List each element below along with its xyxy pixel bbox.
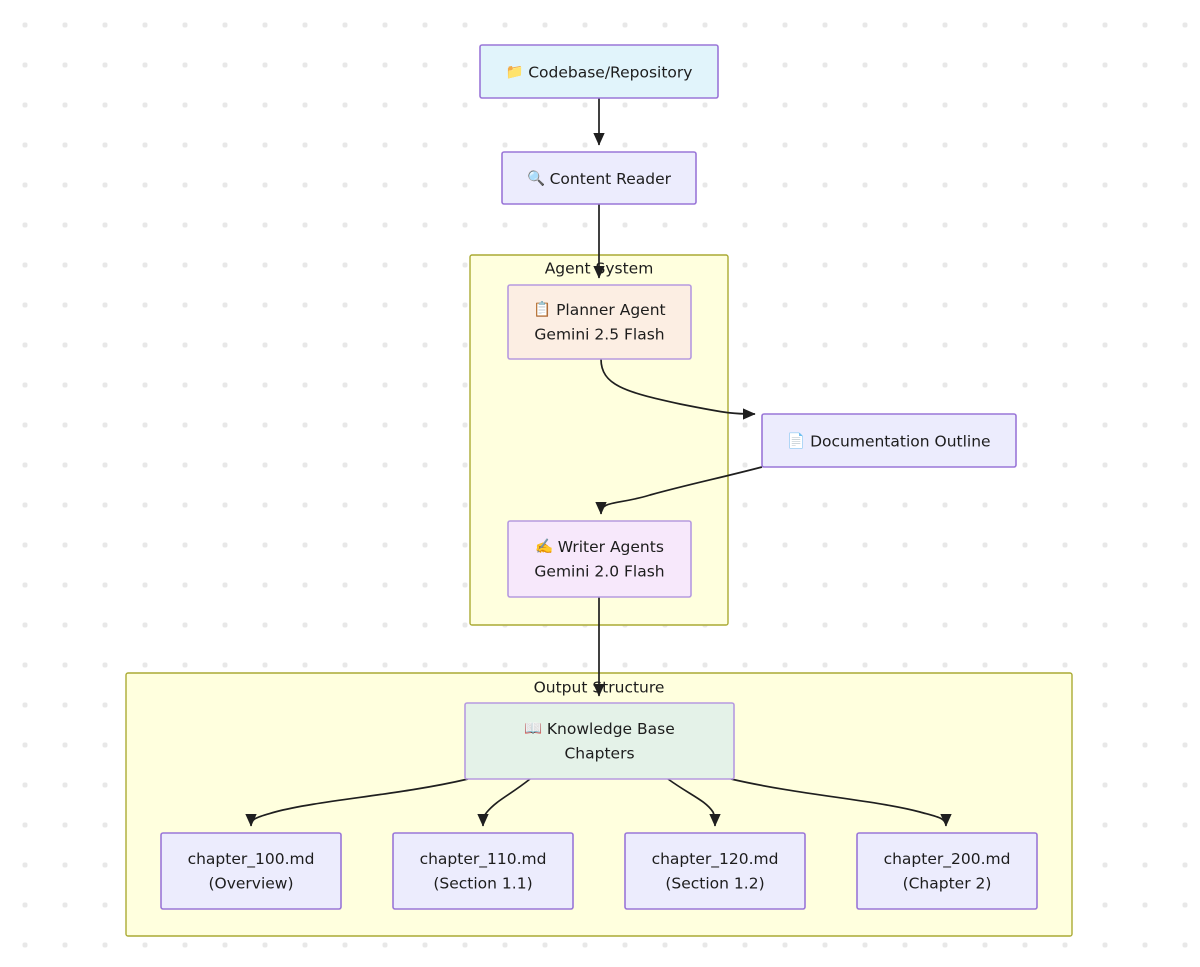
node-content_reader[interactable]: 🔍 Content Reader — [501, 151, 697, 205]
node-title-text: Writer Agents — [558, 538, 664, 556]
node-chapter_110[interactable]: chapter_110.md (Section 1.1) — [392, 832, 574, 910]
node-label-line1: 📁 Codebase/Repository — [506, 63, 693, 81]
edge-knowledge_base-to-chapter_110 — [477, 778, 531, 827]
cluster-output_structure: Output Structure — [125, 672, 1073, 937]
node-label-line1: 📖 Knowledge Base — [524, 720, 675, 738]
node-documentation_outline[interactable]: 📄 Documentation Outline — [761, 413, 1017, 468]
node-label-line2: (Overview) — [208, 875, 293, 893]
node-label-line1: 🔍 Content Reader — [527, 168, 672, 188]
node-label-line1: 📋 Planner Agent — [533, 300, 665, 319]
node-title-text: Documentation Outline — [810, 432, 991, 450]
edge-documentation_outline-to-writer_agents — [595, 466, 763, 515]
node-label-line1: chapter_120.md — [652, 850, 779, 869]
clipboard-icon: 📋 — [533, 300, 556, 318]
node-title-text: Content Reader — [550, 170, 672, 188]
node-chapter_120[interactable]: chapter_120.md (Section 1.2) — [624, 832, 806, 910]
node-box[interactable] — [624, 832, 806, 910]
node-label-line2: Gemini 2.5 Flash — [534, 326, 664, 344]
node-box[interactable] — [479, 44, 719, 99]
node-title-text: chapter_110.md — [420, 850, 547, 869]
node-label-line2: Gemini 2.0 Flash — [534, 563, 664, 581]
node-title-text: Codebase/Repository — [528, 63, 692, 81]
document-icon: 📄 — [787, 432, 810, 450]
node-label-line1: 📄 Documentation Outline — [787, 432, 990, 451]
node-box[interactable] — [761, 413, 1017, 468]
node-label-line2: (Section 1.2) — [665, 875, 764, 893]
node-title-text: Knowledge Base — [547, 720, 675, 738]
edge-knowledge_base-to-chapter_120 — [667, 778, 721, 827]
node-label-line2: Chapters — [564, 745, 634, 763]
node-label-line1: chapter_100.md — [188, 850, 315, 869]
node-codebase[interactable]: 📁 Codebase/Repository — [479, 44, 719, 99]
node-label-line1: chapter_200.md — [884, 850, 1011, 869]
edge-group — [245, 98, 952, 827]
writing-hand-icon: ✍️ — [535, 538, 558, 555]
edge-knowledge_base-to-chapter_100 — [245, 778, 469, 827]
node-group: 📁 Codebase/Repository 🔍 Content Reader 📋 P… — [160, 44, 1038, 910]
node-box[interactable] — [392, 832, 574, 910]
node-box[interactable] — [856, 832, 1038, 910]
node-box[interactable] — [464, 702, 735, 780]
node-title-text: chapter_100.md — [188, 850, 315, 869]
edge-planner_agent-to-documentation_outline — [600, 358, 756, 420]
node-title-text: chapter_200.md — [884, 850, 1011, 869]
node-label-line1: chapter_110.md — [420, 850, 547, 869]
node-title-text: chapter_120.md — [652, 850, 779, 869]
node-box[interactable] — [160, 832, 342, 910]
open-book-icon: 📖 — [524, 721, 547, 737]
node-box[interactable] — [507, 520, 692, 598]
node-box[interactable] — [501, 151, 697, 205]
node-title-text: Planner Agent — [556, 301, 666, 319]
node-label-line1: ✍️ Writer Agents — [535, 538, 664, 556]
node-label-line2: (Chapter 2) — [903, 875, 992, 893]
node-label-line2: (Section 1.1) — [433, 875, 532, 893]
edge-knowledge_base-to-chapter_200 — [730, 778, 952, 827]
folder-icon: 📁 — [506, 65, 529, 81]
node-box[interactable] — [507, 284, 692, 360]
magnifier-icon: 🔍 — [527, 168, 550, 187]
node-chapter_100[interactable]: chapter_100.md (Overview) — [160, 832, 342, 910]
node-chapter_200[interactable]: chapter_200.md (Chapter 2) — [856, 832, 1038, 910]
